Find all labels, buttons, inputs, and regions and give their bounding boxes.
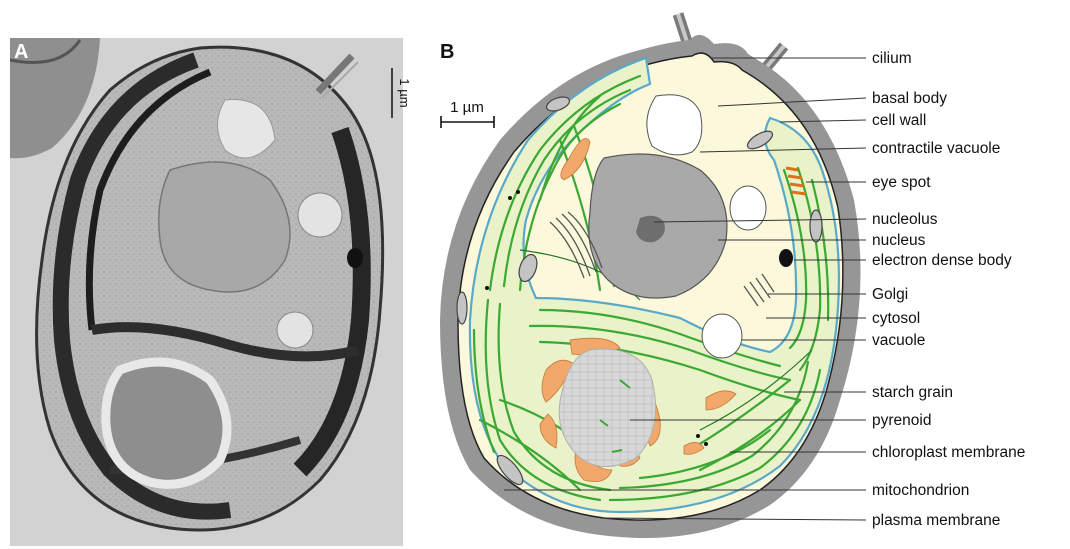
label-eye-spot: eye spot: [872, 174, 931, 191]
label-vacuole: vacuole: [872, 332, 925, 349]
micrograph-pyrenoid: [106, 362, 227, 484]
label-nucleus: nucleus: [872, 232, 926, 249]
label-basal-body: basal body: [872, 90, 947, 107]
label-pyrenoid: pyrenoid: [872, 412, 931, 429]
scale-bar: 1 µm: [441, 99, 494, 128]
panel-b-letter: B: [440, 41, 454, 63]
pyrenoid: [559, 349, 655, 466]
panel-a-scale-label: 1 µm: [397, 78, 412, 107]
label-plasma-membrane: plasma membrane: [872, 512, 1000, 529]
electron-dense-body: [779, 249, 793, 267]
label-cilium: cilium: [872, 50, 912, 67]
scale-bar-label: 1 µm: [450, 99, 484, 116]
panel-a-micrograph: [10, 38, 403, 546]
label-mitochondrion: mitochondrion: [872, 482, 969, 499]
vacuole-upper: [730, 186, 766, 230]
vacuole-lower: [702, 314, 742, 358]
label-cell-wall: cell wall: [872, 112, 926, 129]
panel-a-letter: A: [14, 41, 28, 63]
labels: cilium basal body cell wall contractile …: [872, 50, 1025, 529]
label-cytosol: cytosol: [872, 310, 920, 327]
micrograph-nucleus: [159, 162, 290, 292]
label-electron-dense-body: electron dense body: [872, 252, 1012, 269]
contractile-vacuole: [647, 95, 702, 155]
label-golgi: Golgi: [872, 286, 908, 303]
label-nucleolus: nucleolus: [872, 211, 938, 228]
label-starch-grain: starch grain: [872, 384, 953, 401]
label-chloroplast-membrane: chloroplast membrane: [872, 444, 1025, 461]
label-contractile-vacuole: contractile vacuole: [872, 140, 1000, 157]
